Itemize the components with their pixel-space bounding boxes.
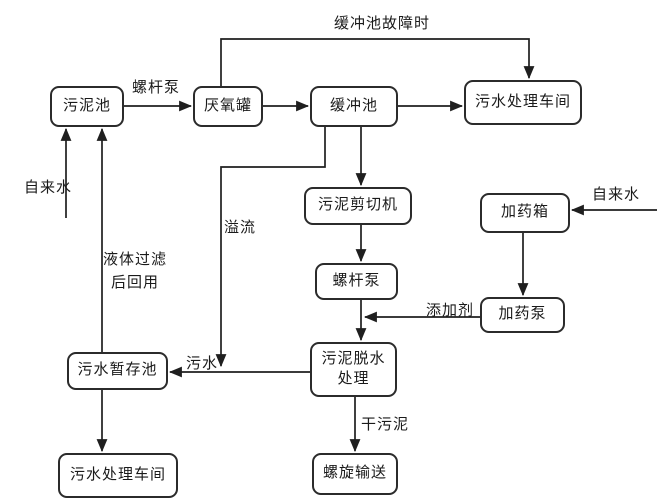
label-additive: 添加剂 bbox=[426, 303, 475, 319]
edge-bypass-buffer-fault bbox=[220, 38, 535, 86]
node-sludge-pool: 污泥池 bbox=[50, 86, 124, 127]
label-dry-sludge: 干污泥 bbox=[361, 417, 410, 433]
node-sludge-dewater: 污泥脱水 处理 bbox=[310, 342, 397, 397]
label-filter-reuse-line2: 后回用 bbox=[110, 275, 159, 292]
node-dosing-pump: 加药泵 bbox=[480, 297, 565, 333]
node-sewage-workshop-top: 污水处理车间 bbox=[464, 80, 582, 125]
node-anaerobic-tank: 厌氧罐 bbox=[193, 86, 263, 127]
label-filter-reuse-line1: 液体过滤 bbox=[102, 252, 167, 268]
edge-overflow bbox=[215, 127, 326, 368]
node-sludge-shear: 污泥剪切机 bbox=[304, 187, 412, 225]
node-sewage-workshop-bottom: 污水处理车间 bbox=[58, 453, 178, 498]
node-screw-conveyor: 螺旋输送 bbox=[312, 453, 398, 495]
node-dosing-box: 加药箱 bbox=[480, 193, 570, 233]
label-buffer-fault: 缓冲池故障时 bbox=[334, 16, 431, 32]
label-screw-pump: 螺杆泵 bbox=[132, 80, 181, 96]
label-tap-water-left: 自来水 bbox=[24, 180, 73, 196]
label-overflow: 溢流 bbox=[224, 220, 257, 236]
label-filter-reuse: 液体过滤 后回用 bbox=[100, 249, 170, 296]
label-sewage: 污水 bbox=[186, 356, 219, 372]
node-sludge-dewater-line1: 污泥脱水 bbox=[321, 351, 386, 367]
node-sewage-buffer-pool: 污水暂存池 bbox=[67, 352, 168, 390]
label-tap-water-right: 自来水 bbox=[592, 187, 641, 203]
node-screw-pump: 螺杆泵 bbox=[315, 263, 398, 300]
node-sludge-dewater-line2: 处理 bbox=[337, 370, 370, 387]
node-buffer-pool: 缓冲池 bbox=[310, 86, 398, 127]
